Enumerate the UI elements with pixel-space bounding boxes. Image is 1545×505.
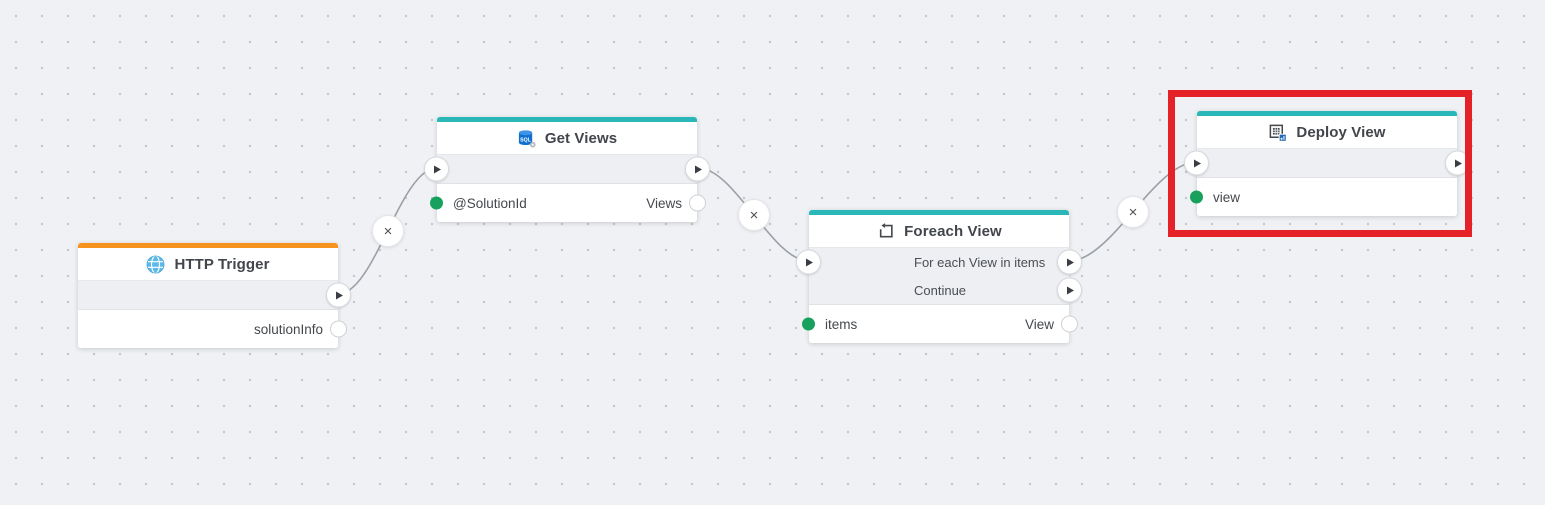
input-field-label: view bbox=[1213, 189, 1241, 205]
exec-branch-label: For each View in items bbox=[914, 254, 1046, 270]
data-input-port[interactable] bbox=[802, 317, 815, 331]
play-icon bbox=[1067, 286, 1074, 294]
field-row: solutionInfo bbox=[78, 310, 347, 348]
output-field-label: View bbox=[1024, 316, 1054, 332]
output-field-label: Views bbox=[646, 195, 682, 211]
exec-section bbox=[78, 281, 351, 310]
x-icon: × bbox=[383, 222, 393, 240]
node-foreach-view[interactable]: Foreach View For each View in items Cont… bbox=[796, 210, 1082, 343]
node-accent-bar bbox=[809, 210, 1069, 215]
play-icon bbox=[336, 291, 343, 299]
delete-connection-button[interactable]: × bbox=[738, 199, 770, 231]
data-output-port[interactable] bbox=[689, 194, 706, 212]
node-accent-bar bbox=[1197, 111, 1457, 116]
exec-row bbox=[78, 281, 351, 309]
node-header: SQL Get Views bbox=[437, 122, 697, 155]
exec-output-port-foreach[interactable] bbox=[1057, 249, 1082, 275]
exec-output-port[interactable] bbox=[1445, 150, 1470, 176]
node-accent-bar bbox=[78, 243, 338, 248]
play-icon bbox=[434, 165, 441, 173]
play-icon bbox=[1455, 159, 1462, 167]
node-title: HTTP Trigger bbox=[174, 255, 270, 273]
play-icon bbox=[1067, 258, 1074, 266]
exec-row bbox=[424, 155, 710, 183]
exec-row-foreach: For each View in items bbox=[796, 248, 1082, 276]
globe-icon bbox=[146, 254, 165, 274]
sql-database-icon: SQL bbox=[517, 129, 536, 148]
play-icon bbox=[1194, 159, 1201, 167]
input-field-label: items bbox=[825, 316, 858, 332]
node-title: Deploy View bbox=[1296, 123, 1386, 141]
node-deploy-view[interactable]: Deploy View view bbox=[1184, 111, 1470, 216]
node-header: Deploy View bbox=[1197, 116, 1457, 149]
node-title: Get Views bbox=[544, 129, 618, 147]
exec-row bbox=[1184, 149, 1470, 177]
data-input-port[interactable] bbox=[430, 196, 443, 210]
output-field-label: solutionInfo bbox=[253, 321, 323, 337]
data-output-port[interactable] bbox=[330, 320, 347, 338]
loop-icon bbox=[876, 222, 895, 241]
delete-connection-button[interactable]: × bbox=[1117, 196, 1149, 228]
svg-text:SQL: SQL bbox=[520, 137, 532, 143]
node-http-trigger[interactable]: HTTP Trigger solutionInfo bbox=[78, 243, 351, 348]
exec-output-port[interactable] bbox=[326, 282, 351, 308]
input-field-label: @SolutionId bbox=[453, 195, 527, 211]
node-accent-bar bbox=[437, 117, 697, 122]
exec-input-port[interactable] bbox=[1184, 150, 1209, 176]
exec-input-port[interactable] bbox=[424, 156, 449, 182]
exec-branch-label: Continue bbox=[914, 282, 967, 298]
field-row: @SolutionId Views bbox=[430, 184, 706, 222]
data-output-port[interactable] bbox=[1061, 315, 1078, 333]
delete-connection-button[interactable]: × bbox=[372, 215, 404, 247]
x-icon: × bbox=[1128, 203, 1138, 221]
node-get-views[interactable]: SQL Get Views @SolutionId Views bbox=[424, 117, 710, 222]
exec-output-port-continue[interactable] bbox=[1057, 277, 1082, 303]
exec-section bbox=[1184, 149, 1470, 178]
data-input-port[interactable] bbox=[1190, 190, 1203, 204]
exec-row-continue: Continue bbox=[809, 276, 1082, 304]
deploy-view-icon bbox=[1268, 123, 1288, 142]
x-icon: × bbox=[749, 206, 759, 224]
node-title: Foreach View bbox=[904, 222, 1002, 240]
field-row: items View bbox=[802, 305, 1078, 343]
node-header: Foreach View bbox=[809, 215, 1069, 248]
exec-output-port[interactable] bbox=[685, 156, 710, 182]
play-icon bbox=[695, 165, 702, 173]
exec-section: For each View in items Continue bbox=[796, 248, 1082, 305]
node-header: HTTP Trigger bbox=[78, 248, 338, 281]
exec-input-port[interactable] bbox=[796, 249, 821, 275]
play-icon bbox=[806, 258, 813, 266]
field-row: view bbox=[1190, 178, 1457, 216]
exec-section bbox=[424, 155, 710, 184]
